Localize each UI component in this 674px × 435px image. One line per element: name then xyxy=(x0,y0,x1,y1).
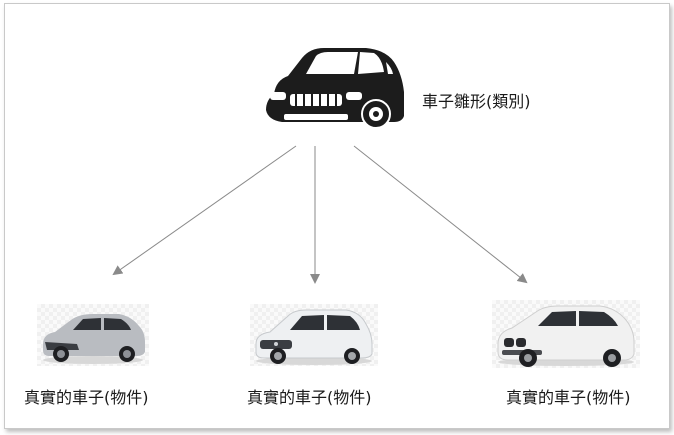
object-label-1: 真實的車子(物件) xyxy=(24,388,149,407)
object-car-photo-2 xyxy=(250,304,378,366)
object-label-2: 真實的車子(物件) xyxy=(247,388,372,407)
car-silhouette-icon xyxy=(266,48,404,129)
class-label: 車子雛形(類別) xyxy=(422,92,531,111)
object-label-3: 真實的車子(物件) xyxy=(506,388,631,407)
object-car-photo-3 xyxy=(492,300,640,368)
object-car-photo-1 xyxy=(37,304,149,366)
arrow-to-object-1 xyxy=(112,145,297,276)
arrow-to-object-3 xyxy=(353,145,528,284)
